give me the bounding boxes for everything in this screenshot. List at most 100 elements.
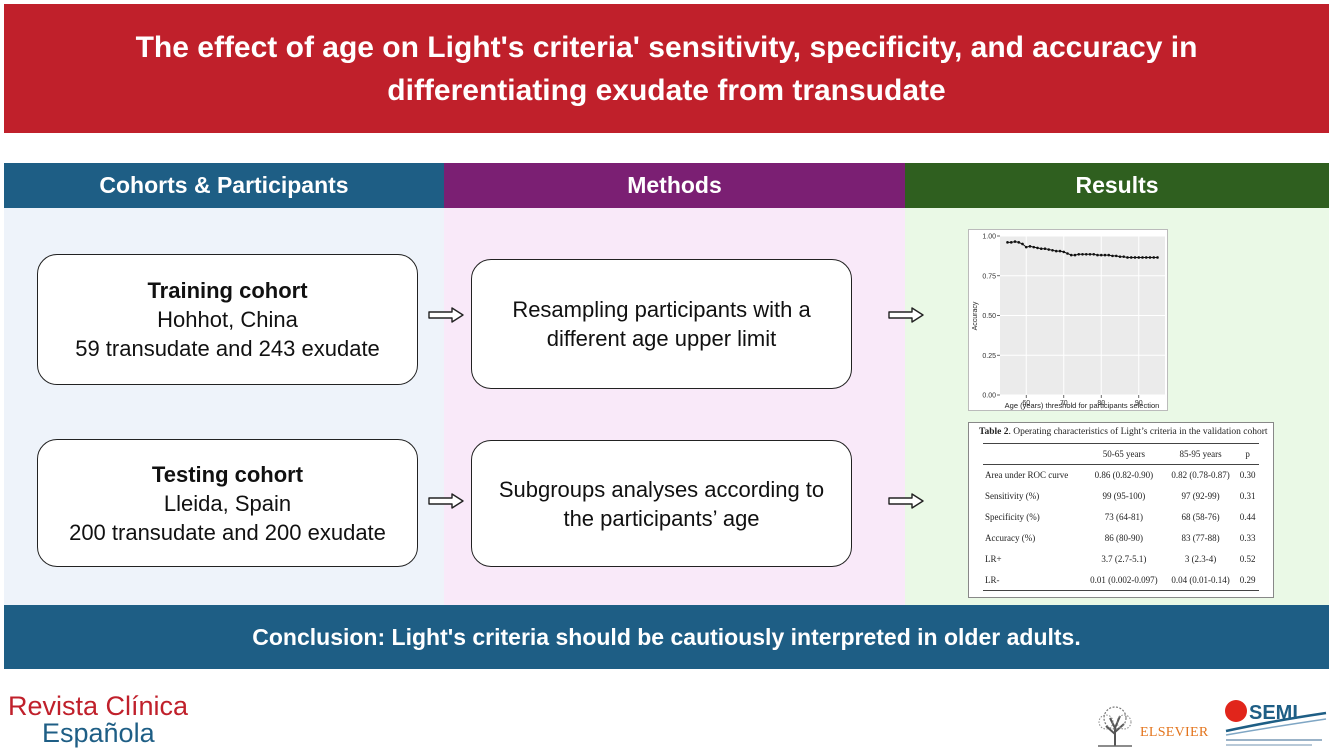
accuracy-data-point [1148, 256, 1152, 259]
table-header-cell: 85-95 years [1164, 443, 1237, 465]
table-caption-text: . Operating characteristics of Light’s c… [1008, 427, 1268, 437]
testing-cohort-heading: Testing cohort [151, 461, 304, 487]
accuracy-data-point [1009, 241, 1013, 244]
table-row-label: Sensitivity (%) [985, 491, 1040, 501]
semi-logo: SEMI [1225, 700, 1327, 746]
testing-cohort-counts: 200 transudate and 200 exudate [69, 519, 386, 545]
subgroups-method-box: Subgroups analyses according to the part… [471, 440, 852, 567]
table-cell: 0.86 (0.82-0.90) [1094, 470, 1154, 481]
accuracy-data-point [1099, 253, 1103, 257]
accuracy-data-point [1107, 253, 1111, 257]
table-cell: 3.7 (2.7-5.1) [1101, 554, 1147, 564]
accuracy-data-point [1043, 247, 1047, 251]
title-line-2: differentiating exudate from transudate [387, 73, 946, 107]
accuracy-data-point [1054, 249, 1058, 253]
elsevier-tree-icon [1092, 704, 1138, 748]
cohorts-header: Cohorts & Participants [4, 163, 444, 208]
accuracy-data-point [1103, 253, 1107, 257]
accuracy-data-point [1152, 256, 1156, 259]
accuracy-data-point [1032, 245, 1036, 249]
y-axis-label: Accuracy [972, 301, 979, 330]
accuracy-data-point [1081, 252, 1084, 256]
table-row: LR-0.01 (0.002-0.097)0.04 (0.01-0.14)0.2… [983, 569, 1259, 591]
title-line-1: The effect of age on Light's criteria' s… [135, 30, 1198, 64]
training-cohort-heading: Training cohort [147, 278, 308, 303]
subgroups-line-2: the participants’ age [563, 505, 760, 531]
resampling-line-1: Resampling participants with a [512, 297, 811, 322]
accuracy-data-point [1137, 256, 1141, 259]
table-row-label: Area under ROC curve [985, 470, 1069, 481]
resampling-method-box: Resampling participants with a different… [471, 259, 852, 389]
table-row: Specificity (%)73 (64-81)68 (58-76)0.44 [983, 507, 1259, 528]
title-banner: The effect of age on Light's criteria' s… [4, 4, 1329, 133]
table-cell: 86 (80-90) [1104, 533, 1143, 543]
table-row: Area under ROC curve 0.86 (0.82-0.90) 0.82… [983, 465, 1259, 486]
table-caption: Table 2. Operating characteristics of Li… [979, 427, 1268, 437]
accuracy-data-point [1073, 253, 1077, 257]
x-tick-label: 70 [1060, 400, 1068, 407]
table-cell: 68 (58-76) [1181, 512, 1220, 522]
table-row-label: Specificity (%) [985, 512, 1040, 522]
y-tick-label: 0.00 [982, 393, 996, 400]
accuracy-data-point [1066, 252, 1069, 255]
accuracy-data-point [1118, 255, 1122, 258]
journal-name-line-2: Española [42, 718, 155, 748]
table-cell: 0.52 [1239, 554, 1256, 564]
y-tick-label: 0.25 [982, 353, 996, 360]
arrow-right-icon [428, 493, 464, 509]
accuracy-data-point [1096, 253, 1099, 257]
resampling-line-2: different age upper limit [546, 326, 777, 351]
accuracy-data-point [1047, 248, 1051, 251]
table-cell: 0.30 [1239, 470, 1256, 481]
table-header-cell: 50-65 years [1082, 443, 1165, 465]
table-row: LR+ 3.7 (2.7-5.1) 3 (2.3-4) 0.52 [983, 549, 1259, 570]
accuracy-data-point [1141, 256, 1144, 259]
accuracy-data-point [1021, 242, 1024, 246]
table-row-label: LR- [983, 569, 1083, 591]
table-cell: 0.33 [1239, 533, 1256, 543]
accuracy-data-point [1006, 241, 1009, 244]
table-caption-label: Table 2 [979, 427, 1009, 437]
y-tick-label: 0.75 [982, 273, 996, 280]
x-tick-label: 90 [1135, 400, 1143, 407]
accuracy-data-point [1126, 256, 1129, 259]
accuracy-data-point [1069, 253, 1073, 257]
journal-name-line-1: Revista Clínica [8, 691, 189, 721]
arrow-right-icon [888, 493, 924, 509]
table-cell: 0.82 (0.78-0.87) [1171, 470, 1230, 481]
x-tick-label: 80 [1097, 400, 1105, 407]
table-row-label: Accuracy (%) [985, 533, 1036, 543]
table-row-label: LR+ [985, 554, 1002, 564]
arrow-right-icon [888, 307, 924, 323]
semi-dot-icon [1225, 700, 1247, 722]
accuracy-data-point [1062, 250, 1066, 254]
training-cohort-box: Training cohort Hohhot, China 59 transud… [37, 254, 418, 385]
accuracy-data-point [1051, 249, 1054, 252]
accuracy-data-point [1122, 255, 1126, 258]
accuracy-data-point [1111, 254, 1114, 258]
arrow-right-icon [428, 307, 464, 323]
accuracy-data-point [1088, 252, 1092, 256]
table-cell: 73 (64-81) [1104, 512, 1143, 522]
table-cell: 97 (92-99) [1181, 491, 1220, 501]
results-header: Results [905, 163, 1329, 208]
accuracy-data-point [1084, 252, 1088, 256]
accuracy-data-point [1156, 256, 1159, 259]
accuracy-data-point [1024, 245, 1028, 249]
accuracy-data-point [1028, 245, 1032, 248]
elsevier-wordmark: ELSEVIER [1140, 725, 1209, 740]
accuracy-data-point [1036, 246, 1039, 250]
accuracy-data-point [1077, 252, 1081, 256]
table-cell: 0.29 [1236, 569, 1259, 591]
accuracy-data-point [1129, 256, 1133, 259]
y-tick-label: 0.50 [982, 313, 996, 320]
table-row: Accuracy (%)86 (80-90)83 (77-88)0.33 [983, 528, 1259, 549]
table-cell: 3 (2.3-4) [1184, 554, 1217, 564]
accuracy-data-point [1013, 240, 1017, 243]
accuracy-data-point [1133, 256, 1137, 259]
table-header-cell: p [1236, 443, 1259, 465]
operating-characteristics-table: Table 2. Operating characteristics of Li… [968, 422, 1274, 598]
table-header-row: 50-65 years 85-95 years p [983, 443, 1259, 465]
